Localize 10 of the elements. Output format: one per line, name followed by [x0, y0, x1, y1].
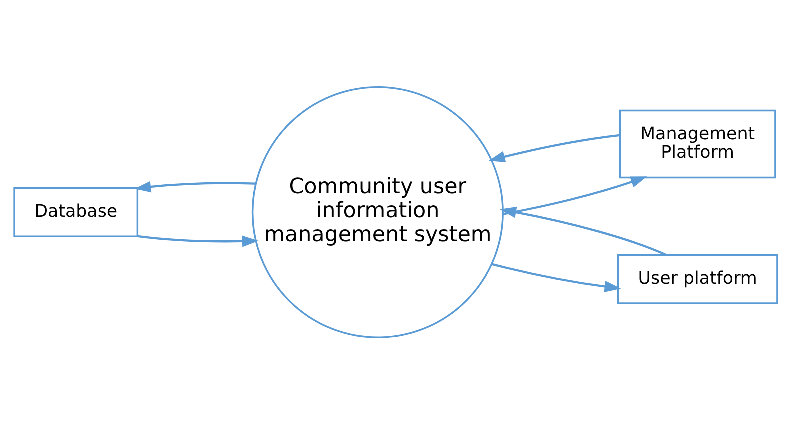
node-box: Database: [14, 188, 139, 238]
node-circle: Community user information management system: [252, 86, 504, 339]
arrow: [488, 134, 620, 162]
arrow: [138, 235, 259, 248]
node-box: User platform: [617, 254, 778, 304]
arrow: [503, 176, 648, 216]
node-box: Management Platform: [619, 110, 776, 179]
arrow: [500, 206, 667, 256]
arrow: [492, 263, 622, 292]
arrow: [134, 181, 256, 193]
